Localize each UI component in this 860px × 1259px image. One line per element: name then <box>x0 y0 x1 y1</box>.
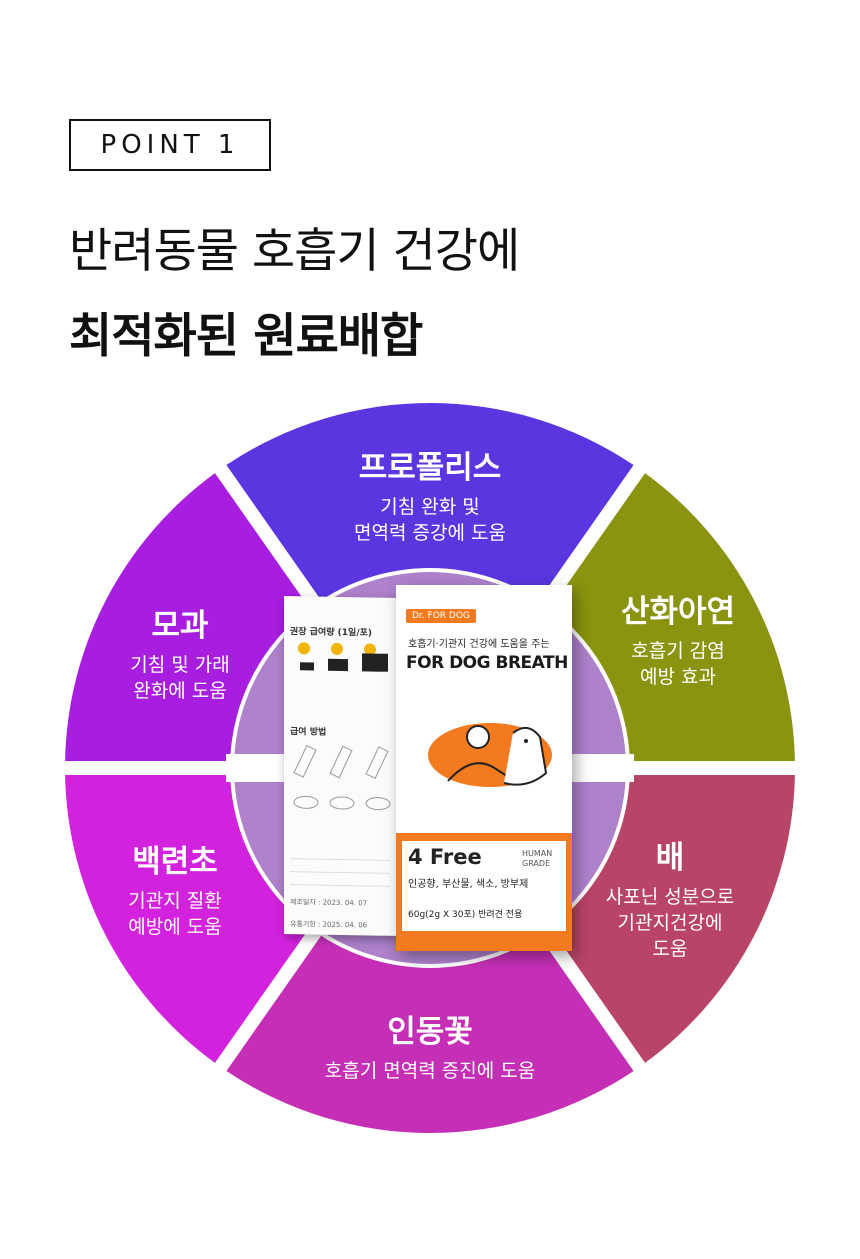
dog-silhouettes-icon <box>298 642 388 672</box>
segment-title: 산화아연 <box>620 594 736 630</box>
woman-dog-illustration-icon <box>428 723 552 787</box>
segment-label-quince: 모과 기침 및 가래 완화에 도움 <box>80 606 280 704</box>
segment-label-propolis: 프로폴리스 기침 완화 및 면역력 증강에 도움 <box>330 448 530 546</box>
segment-desc: 기침 및 가래 <box>130 654 230 676</box>
product-name: FOR DOG BREATH <box>406 653 568 673</box>
segment-honeysuckle <box>226 935 634 1134</box>
segment-desc: 기침 완화 및 <box>380 496 480 518</box>
feeding-method-title: 급여 방법 <box>290 727 327 738</box>
segment-zinc-oxide <box>550 473 795 762</box>
segment-desc: 사포닌 성분으로 <box>605 886 735 908</box>
expiry-date: 유통기한 : 2025. 04. 06 <box>290 920 368 930</box>
human-grade-badge: HUMAN GRADE <box>522 849 553 868</box>
headline-line2: 최적화된 원료배합 <box>69 309 423 364</box>
point-badge: POINT 1 <box>69 119 271 171</box>
segment-title: 프로폴리스 <box>358 450 502 486</box>
segment-desc: 예방에 도움 <box>128 916 222 938</box>
segment-title: 백련초 <box>132 844 218 880</box>
segment-quince <box>65 473 310 762</box>
free-ingredients: 인공향, 부산물, 색소, 방부제 <box>408 879 529 890</box>
segment-title: 배 <box>655 840 685 876</box>
product-info-panel: 4 Free HUMAN GRADE 인공향, 부산물, 색소, 방부제 60g… <box>396 833 572 951</box>
segment-label-opuntia: 백련초 기관지 질환 예방에 도움 <box>75 842 275 940</box>
segment-desc: 예방 효과 <box>640 666 716 688</box>
manufacture-date: 제조일자 : 2023. 04. 07 <box>290 898 368 908</box>
product-dates: 제조일자 : 2023. 04. 07 유통기한 : 2025. 04. 06 <box>290 891 367 936</box>
segment-label-pear: 배 사포닌 성분으로 기관지건강에 도움 <box>570 838 770 962</box>
feeding-steps-icon <box>293 745 391 811</box>
segment-desc: 호흡기 감염 <box>631 640 725 662</box>
segment-opuntia <box>65 774 310 1063</box>
product-box: 권장 급여량 (1일/포) 급여 방법 제조일자 : 2023. 04. 07 … <box>284 585 574 955</box>
product-box-side: 권장 급여량 (1일/포) 급여 방법 제조일자 : 2023. 04. 07 … <box>284 595 400 937</box>
four-free-label: 4 Free <box>408 845 482 869</box>
product-subtitle: 호흡기·기관지 건강에 도움을 주는 <box>408 639 550 650</box>
segment-desc: 호흡기 면역력 증진에 도움 <box>324 1060 536 1082</box>
segment-pear <box>550 774 795 1063</box>
segment-desc: 면역력 증강에 도움 <box>354 522 506 544</box>
product-box-front: Dr. FOR DOG 호흡기·기관지 건강에 도움을 주는 FOR DOG B… <box>396 585 572 951</box>
segment-propolis <box>226 402 634 601</box>
segment-label-honeysuckle: 인동꽃 호흡기 면역력 증진에 도움 <box>290 1012 570 1084</box>
brand-tag: Dr. FOR DOG <box>406 609 476 623</box>
segment-desc: 도움 <box>652 938 688 960</box>
segment-desc: 기관지건강에 <box>617 912 723 934</box>
segment-title: 인동꽃 <box>387 1014 473 1050</box>
segment-desc: 기관지 질환 <box>128 890 222 912</box>
segment-title: 모과 <box>151 608 209 644</box>
product-info-card: 4 Free HUMAN GRADE 인공향, 부산물, 색소, 방부제 60g… <box>402 841 566 931</box>
headline-line1: 반려동물 호흡기 건강에 <box>69 224 520 279</box>
net-weight: 60g(2g X 30포) 반려견 전용 <box>408 910 523 920</box>
feeding-amount-title: 권장 급여량 (1일/포) <box>290 627 373 639</box>
segment-desc: 완화에 도움 <box>133 680 227 702</box>
segment-label-zinc-oxide: 산화아연 호흡기 감염 예방 효과 <box>578 592 778 690</box>
